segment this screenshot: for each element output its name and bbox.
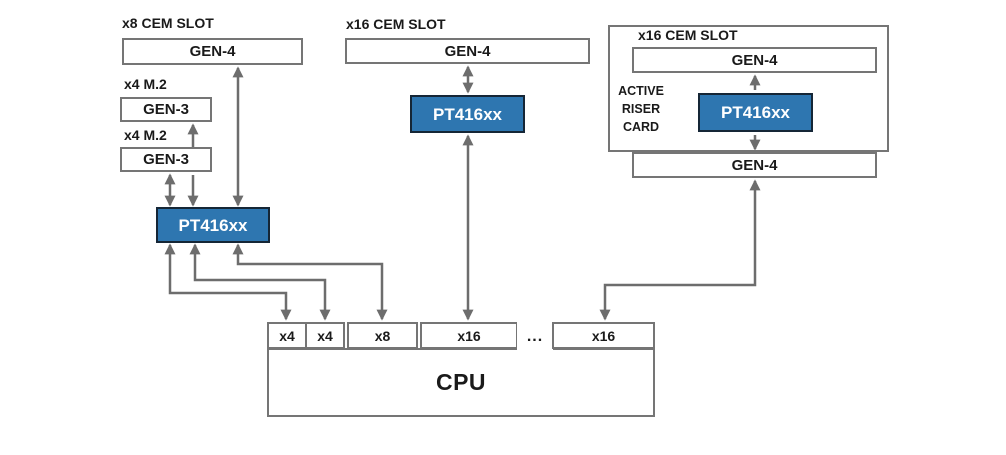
cpu-box: CPU: [267, 348, 655, 417]
pt416xx-left-switch: PT416xx: [156, 207, 270, 243]
m2-lower-gen3-box: GEN-3: [120, 147, 212, 172]
active-riser-card-outline: [608, 25, 889, 152]
cpu-ports-ellipsis: ...: [517, 322, 553, 351]
cpu-port-x4-1: x4: [267, 322, 307, 349]
riser-gen4-slot-box: GEN-4: [632, 47, 877, 73]
pt416xx-middle-switch: PT416xx: [410, 95, 525, 133]
m2-upper-label: x4 M.2: [124, 76, 167, 92]
active-riser-card-line2: RISER: [621, 102, 661, 116]
cpu-port-x4-2: x4: [305, 322, 345, 349]
arrow-riser-gen4-edge-to-cpu-port-x16-2: [599, 179, 761, 321]
cpu-label: CPU: [435, 369, 487, 395]
riser-gen4-edge-box: GEN-4: [632, 152, 877, 178]
x8-cem-gen4-box: GEN-4: [122, 38, 303, 65]
arrow-pt416xx-left-to-cpu-port-x4-1: [164, 243, 292, 321]
x8-cem-slot-label: x8 CEM SLOT: [122, 15, 214, 31]
arrow-pt416xx-left-to-cpu-port-x8: [232, 243, 388, 321]
cpu-port-x8: x8: [347, 322, 418, 349]
active-riser-card-line3: CARD: [622, 120, 660, 134]
x16-cem-gen4-box: GEN-4: [345, 38, 590, 64]
m2-upper-gen3-box: GEN-3: [120, 97, 212, 122]
pt416xx-riser-switch: PT416xx: [698, 93, 813, 132]
x16-cem-slot-label: x16 CEM SLOT: [346, 16, 446, 32]
riser-x16-cem-slot-label: x16 CEM SLOT: [638, 27, 738, 43]
cpu-port-x16-2: x16: [552, 322, 655, 349]
cpu-port-x16-1: x16: [420, 322, 518, 349]
m2-lower-label: x4 M.2: [124, 127, 167, 143]
arrow-pt416xx-left-to-cpu-port-x4-2: [189, 243, 331, 321]
active-riser-card-line1: ACTIVE: [618, 84, 664, 98]
